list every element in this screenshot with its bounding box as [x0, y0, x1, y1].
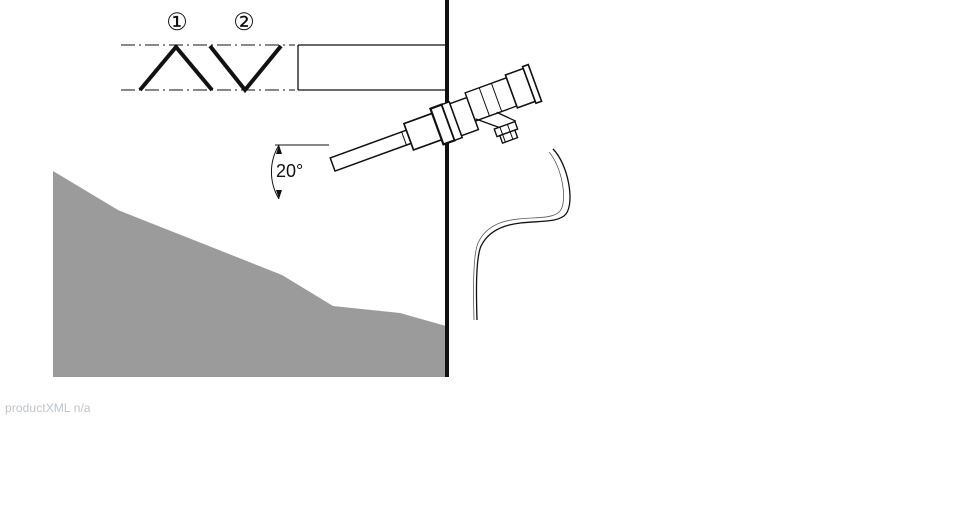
level-symbol-2: [208, 44, 283, 94]
sensor-probe: [329, 129, 413, 173]
angle-arc: [270, 144, 280, 200]
bulk-material-slope: [53, 171, 446, 377]
angle-arrow-top: [276, 145, 282, 154]
angle-arrow-bottom: [276, 190, 282, 199]
level-sensor: [329, 63, 543, 173]
sensor-cable-outline: [473, 151, 564, 321]
sensor-process-connection: [402, 96, 480, 152]
angle-label: 20°: [276, 161, 303, 181]
marker-2: ②: [233, 9, 255, 36]
sensor-housing: [464, 63, 543, 128]
level-box: [297, 44, 447, 91]
sensor-cable: [475, 148, 571, 321]
marker-1: ①: [166, 9, 188, 36]
sensor-cable-gland: [493, 120, 519, 144]
footer-note: productXML n/a: [5, 401, 91, 415]
level-symbol-1: [138, 43, 214, 92]
